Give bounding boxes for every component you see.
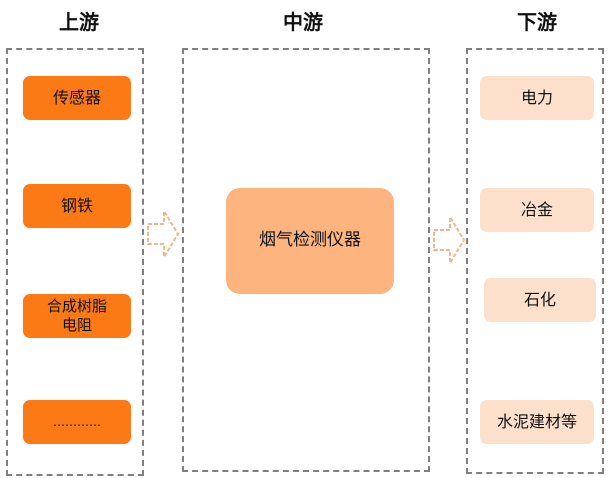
- downstream-title: 下游: [517, 10, 557, 34]
- flow-arrow-mid-to-down: [433, 214, 466, 266]
- downstream-node-cement-building: 水泥建材等: [480, 400, 594, 444]
- upstream-node-sensor: 传感器: [23, 76, 131, 120]
- downstream-node-petrochemical: 石化: [484, 278, 596, 322]
- downstream-node-power: 电力: [480, 76, 594, 120]
- upstream-title: 上游: [59, 10, 99, 34]
- upstream-node-more: …………: [23, 400, 131, 444]
- midstream-column: [182, 48, 430, 472]
- upstream-node-steel: 钢铁: [23, 184, 131, 228]
- downstream-node-metallurgy: 冶金: [480, 188, 594, 232]
- midstream-title: 中游: [283, 10, 323, 34]
- flow-arrow-up-to-mid: [147, 208, 180, 260]
- downstream-column: [466, 48, 604, 474]
- upstream-column: [6, 48, 144, 476]
- midstream-node-flue-gas-instrument: 烟气检测仪器: [226, 188, 394, 294]
- upstream-node-resin-resistor: 合成树脂 电阻: [23, 294, 131, 338]
